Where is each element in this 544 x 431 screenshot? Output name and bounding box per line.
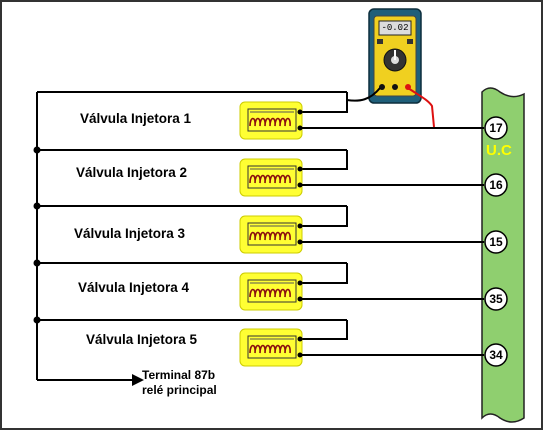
coil-terminal-a	[297, 280, 303, 286]
coil-frame	[247, 335, 297, 359]
injector-label: Válvula Injetora 1	[80, 111, 192, 126]
coil-terminal-a	[297, 336, 303, 342]
probe-lead-black	[346, 87, 381, 102]
ecu-pin-34	[484, 343, 508, 367]
ecu-pin-number: 15	[489, 235, 503, 249]
coil-winding	[249, 288, 291, 298]
junction-dot	[33, 146, 41, 154]
multimeter-reading: -0.02	[381, 23, 409, 33]
ecu-pin-number: 35	[489, 292, 503, 306]
injector-label: Válvula Injetora 3	[74, 226, 186, 241]
coil-feed-wire	[300, 263, 348, 284]
injector-5	[33, 316, 508, 367]
coil-winding	[249, 117, 291, 127]
ecu-pin-15	[484, 230, 508, 254]
injector-4	[33, 259, 508, 311]
junction-dot	[33, 316, 41, 324]
multimeter-button-2[interactable]	[407, 39, 413, 44]
coil-terminal-a	[297, 166, 303, 172]
multimeter-display	[378, 20, 412, 36]
terminal-label-line2: relé principal	[142, 383, 217, 397]
ecu-pin-35	[484, 287, 508, 311]
ecu-pin-number: 34	[489, 348, 503, 362]
coil-terminal-a	[297, 223, 303, 229]
terminal-label-line1: Terminal 87b	[142, 368, 216, 382]
multimeter-jack-v	[392, 84, 398, 90]
junction-dot	[33, 202, 41, 210]
injector-label: Válvula Injetora 2	[76, 165, 188, 180]
coil-frame	[247, 165, 297, 189]
injector-1	[239, 92, 508, 140]
coil-winding	[249, 231, 291, 241]
junction-dot	[33, 259, 41, 267]
terminal-label: Terminal 87b relé principal	[142, 368, 217, 398]
injector-label: Válvula Injetora 4	[78, 280, 190, 295]
coil-winding	[249, 344, 291, 354]
multimeter	[368, 8, 422, 104]
terminal-arrow-head	[132, 374, 144, 386]
coil-feed-wire	[300, 150, 348, 170]
control-unit-label: U.C	[486, 142, 512, 159]
injector-2	[33, 146, 508, 197]
coil-frame	[247, 108, 297, 132]
coil-frame	[247, 222, 297, 246]
injector-3	[33, 202, 508, 254]
injector-label: Válvula Injetora 5	[86, 332, 198, 347]
coil-winding	[249, 174, 291, 184]
ecu-pin-16	[484, 173, 508, 197]
coil-feed-wire	[300, 206, 348, 227]
coil-frame	[247, 279, 297, 303]
probe-lead-red	[407, 87, 435, 128]
ecu-pin-number: 17	[489, 121, 503, 135]
ecu-pin-17	[484, 116, 508, 140]
ecu-pin-number: 16	[489, 178, 503, 192]
coil-terminal-a	[297, 109, 303, 115]
control-unit-body	[481, 87, 525, 423]
coil-feed-wire	[300, 92, 348, 113]
multimeter-button[interactable]	[377, 39, 383, 44]
coil-feed-wire	[300, 320, 348, 340]
